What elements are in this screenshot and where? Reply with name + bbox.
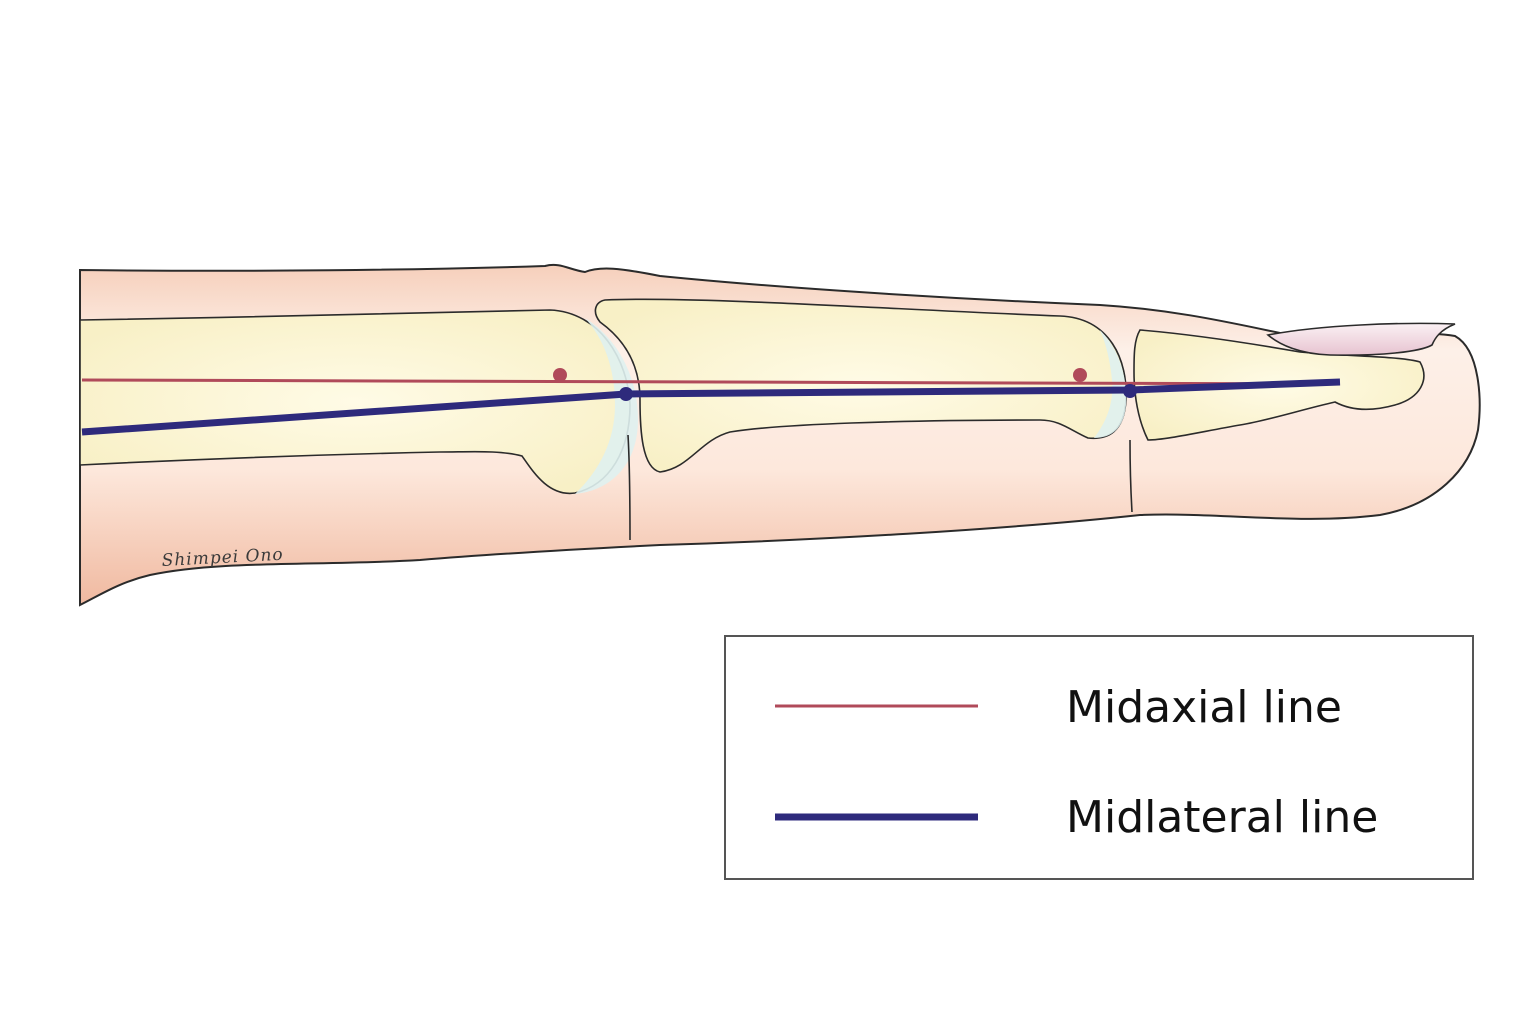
dip-crease: [1129, 439, 1133, 513]
legend: Midaxial line Midlateral line: [724, 635, 1474, 880]
midaxial-point-pip: [553, 368, 567, 382]
pip-joint-cartilage: [575, 318, 638, 494]
midaxial-point-dip: [1073, 368, 1087, 382]
nail: [1266, 322, 1456, 356]
midaxial-line: [81, 378, 1341, 386]
middle-phalanx: [594, 298, 1127, 473]
legend-label-midaxial: Midaxial line: [1066, 682, 1342, 733]
midlateral-point-dip: [1123, 384, 1137, 398]
dip-joint-cartilage: [1094, 330, 1127, 438]
legend-label-midlateral: Midlateral line: [1066, 792, 1378, 843]
legend-box: [724, 635, 1474, 880]
midlateral-point-pip: [619, 387, 633, 401]
midlateral-line: [81, 378, 1341, 436]
pip-crease: [627, 434, 631, 541]
